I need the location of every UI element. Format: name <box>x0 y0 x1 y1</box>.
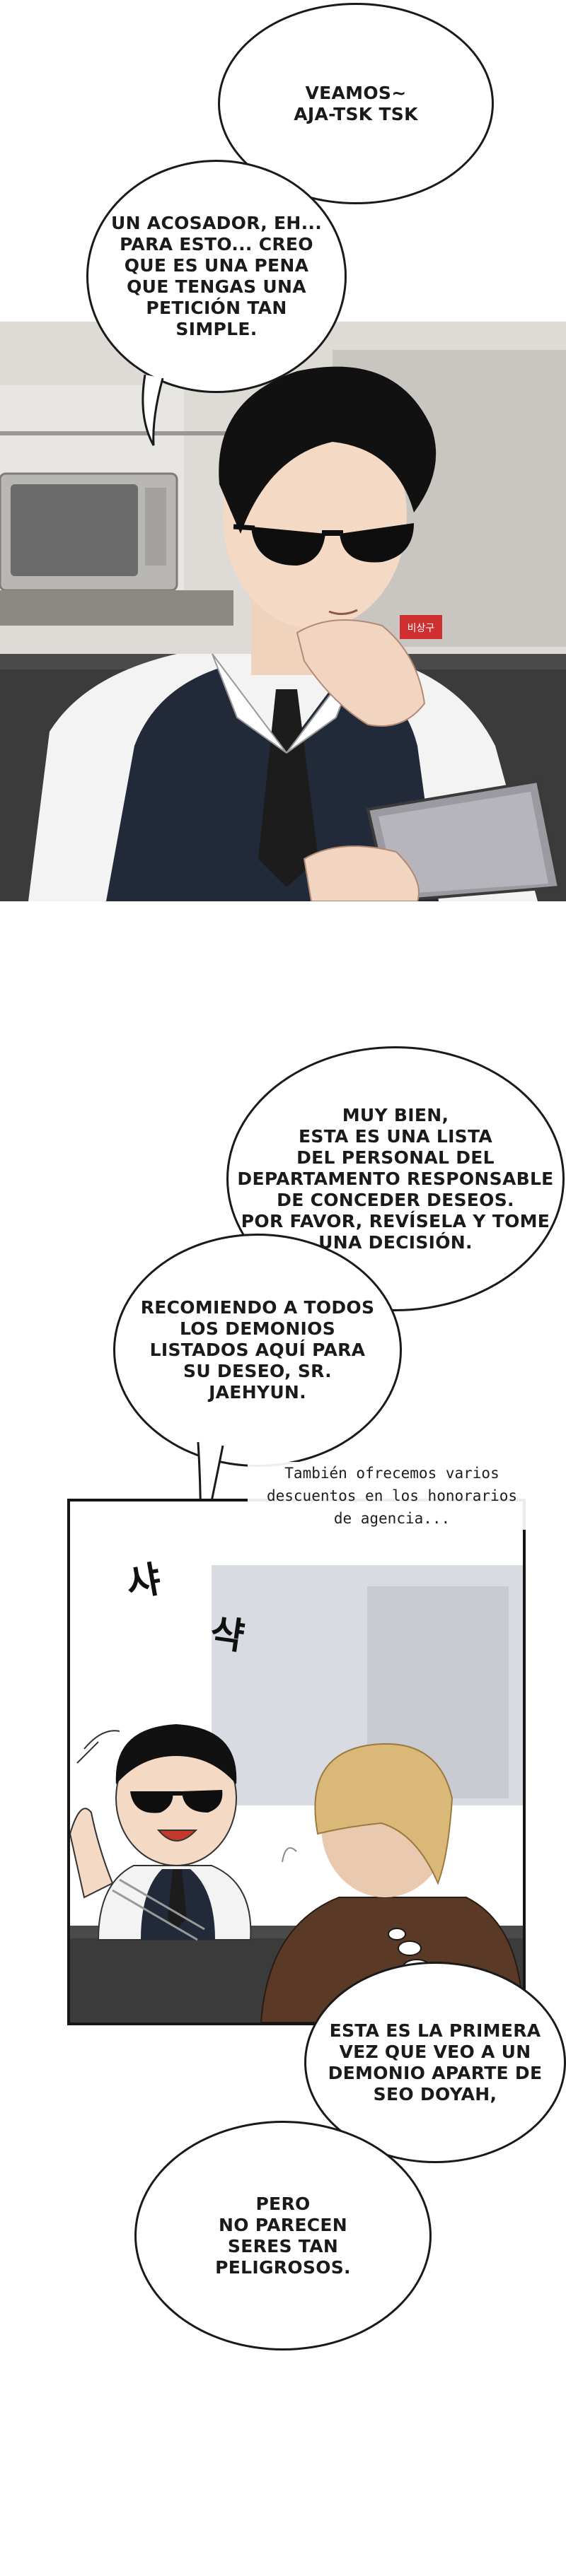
speech-bubble-2-tail <box>142 374 164 446</box>
exit-sign-text: 비상구 <box>408 623 435 634</box>
speech-bubble-2-text: UN ACOSADOR, EH... PARA ESTO... CREO QUE… <box>110 213 323 339</box>
speech-bubble-3-text: MUY BIEN, ESTA ES UNA LISTA DEL PERSONAL… <box>237 1104 554 1253</box>
speech-bubble-1-text: VEAMOS~ AJA-TSK TSK <box>294 82 418 124</box>
panel-office-scene: 비상구 <box>0 322 566 901</box>
caption-text: También ofrecemos varios descuentos en l… <box>248 1462 536 1530</box>
speech-bubble-4: RECOMIENDO A TODOS LOS DEMONIOS LISTADOS… <box>113 1234 402 1467</box>
speech-bubble-6-text: PERO NO PARECEN SERES TAN PELIGROSOS. <box>215 2193 351 2278</box>
speech-bubble-3: MUY BIEN, ESTA ES UNA LISTA DEL PERSONAL… <box>226 1046 565 1311</box>
speech-bubble-2: UN ACOSADOR, EH... PARA ESTO... CREO QUE… <box>86 160 347 393</box>
office-scene-illustration: 비상구 <box>0 322 566 901</box>
speech-bubble-6: PERO NO PARECEN SERES TAN PELIGROSOS. <box>134 2121 432 2350</box>
speech-bubble-4-text: RECOMIENDO A TODOS LOS DEMONIOS LISTADOS… <box>140 1297 375 1403</box>
sunglasses-icon <box>130 1790 223 1813</box>
tablet-icon <box>366 779 561 901</box>
demon-scene-illustration <box>70 1501 523 2022</box>
panel-demon-scene <box>67 1499 526 2025</box>
speech-bubble-5-text: ESTA ES LA PRIMERA VEZ QUE VEO A UN DEMO… <box>328 2020 543 2104</box>
microwave-icon <box>0 472 178 592</box>
sunglasses-icon <box>233 523 414 566</box>
speech-bubble-5: ESTA ES LA PRIMERA VEZ QUE VEO A UN DEMO… <box>304 1962 566 2163</box>
